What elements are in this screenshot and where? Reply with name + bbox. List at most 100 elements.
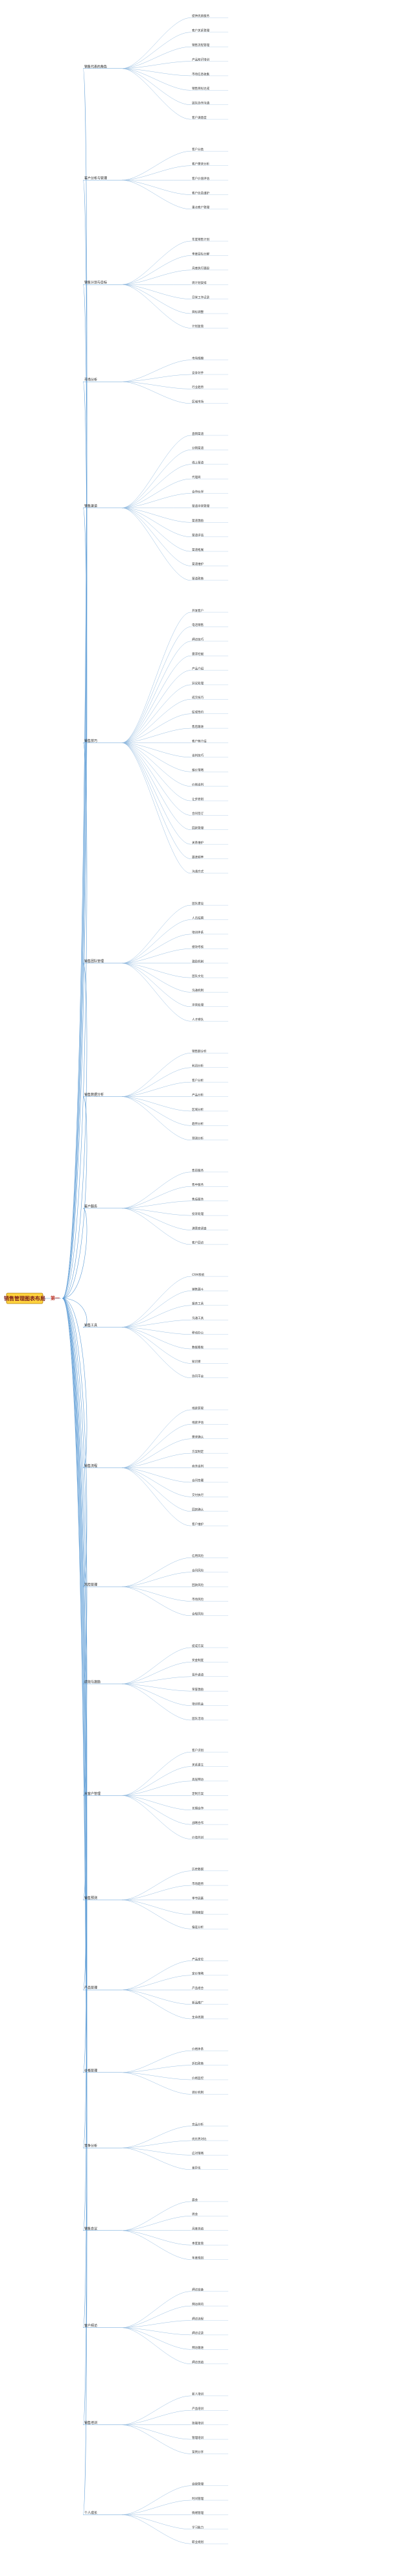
leaf-node[interactable]: 成交技巧 [191,695,228,700]
leaf-node[interactable]: 团队活动 [191,1716,228,1721]
leaf-node[interactable]: 培训体系 [191,930,228,935]
leaf-node[interactable]: 销售目标达成 [191,86,228,91]
leaf-node[interactable]: 市场风险 [191,1597,228,1602]
branch-node[interactable]: 销售工具 [83,1323,122,1328]
branch-node[interactable]: 客户拜访 [83,2323,122,2328]
leaf-node[interactable]: 趋势分析 [191,1121,228,1126]
leaf-node[interactable]: 周计划安排 [191,281,228,285]
leaf-node[interactable]: 拜访目的 [191,2302,228,2306]
leaf-node[interactable]: 售中服务 [191,1182,228,1187]
leaf-node[interactable]: 客户维护 [191,1522,228,1526]
branch-node[interactable]: 价格管理 [83,2068,122,2073]
leaf-node[interactable]: 利润分析 [191,1064,228,1068]
leaf-node[interactable]: 职业规划 [191,2540,228,2544]
leaf-node[interactable]: 客户需求分析 [191,162,228,167]
leaf-node[interactable]: 价格谈判 [191,782,228,787]
branch-node[interactable]: 绩效与激励 [83,1680,122,1685]
leaf-node[interactable]: 提成方案 [191,1644,228,1648]
leaf-node[interactable]: 报表工具 [191,1302,228,1306]
leaf-node[interactable]: 季度目标分解 [191,251,228,256]
leaf-node[interactable]: 电话销售 [191,623,228,627]
leaf-node[interactable]: 客户转介绍 [191,739,228,743]
leaf-node[interactable]: 拜访准备 [191,2288,228,2292]
leaf-node[interactable]: 跟进频率 [191,855,228,859]
leaf-node[interactable]: 提供优质服务 [191,14,228,18]
leaf-node[interactable]: 让步原则 [191,797,228,801]
leaf-node[interactable]: 客户价值评估 [191,176,228,181]
leaf-node[interactable]: 定价策略 [191,1972,228,1976]
leaf-node[interactable]: 合作伙伴 [191,489,228,494]
leaf-node[interactable]: 开发客户 [191,608,228,613]
leaf-node[interactable]: 拜访记录 [191,2331,228,2336]
leaf-node[interactable]: 需求挖掘 [191,652,228,656]
leaf-node[interactable]: 新品推广 [191,2000,228,2005]
leaf-node[interactable]: 协同平台 [191,1374,228,1379]
leaf-node[interactable]: 年度销售计划 [191,237,228,242]
leaf-node[interactable]: 关系维护 [191,840,228,845]
leaf-node[interactable]: 战略合作 [191,1821,228,1825]
leaf-node[interactable]: 人才梯队 [191,1017,228,1022]
leaf-node[interactable]: 晋升通道 [191,1673,228,1677]
leaf-node[interactable]: 情绪管理 [191,2511,228,2515]
leaf-node[interactable]: 拜访总结 [191,2360,228,2364]
branch-node[interactable]: 客户服务 [83,1204,122,1208]
leaf-node[interactable]: 奖金制度 [191,1658,228,1662]
leaf-node[interactable]: 绩效考核 [191,945,228,949]
leaf-node[interactable]: 偏差分析 [191,1925,228,1929]
leaf-node[interactable]: 荣誉激励 [191,1687,228,1692]
leaf-node[interactable]: 技能培训 [191,2421,228,2425]
leaf-node[interactable]: 拜访跟进 [191,2345,228,2350]
leaf-node[interactable]: 信用风险 [191,1554,228,1558]
leaf-node[interactable]: 产品培训 [191,2406,228,2411]
branch-node[interactable]: 风险管理 [83,1583,122,1587]
leaf-node[interactable]: 合同签署 [191,1478,228,1483]
leaf-node[interactable]: 满意度调查 [191,1226,228,1230]
leaf-node[interactable]: 团队建设 [191,901,228,906]
leaf-node[interactable]: 合同风险 [191,1568,228,1572]
leaf-node[interactable]: 售前服务 [191,1168,228,1173]
leaf-node[interactable]: 案例分享 [191,2450,228,2454]
leaf-node[interactable]: 产品介绍 [191,666,228,671]
leaf-node[interactable]: 方案制定 [191,1449,228,1454]
leaf-node[interactable]: 年度规划 [191,2255,228,2260]
leaf-node[interactable]: 异议处理 [191,681,228,685]
leaf-node[interactable]: 产品定位 [191,1957,228,1961]
leaf-node[interactable]: 区域市场 [191,400,228,404]
leaf-node[interactable]: 长期合作 [191,1806,228,1811]
leaf-node[interactable]: 知识库 [191,1359,228,1364]
leaf-node[interactable]: 线索评估 [191,1420,228,1425]
leaf-node[interactable]: 产品分析 [191,1092,228,1097]
leaf-node[interactable]: 沟通方式 [191,869,228,874]
leaf-node[interactable]: 季度复盘 [191,2241,228,2246]
leaf-node[interactable]: 高层拜访 [191,1777,228,1782]
leaf-node[interactable]: 价值共创 [191,1835,228,1839]
leaf-node[interactable]: 投诉处理 [191,1212,228,1216]
leaf-node[interactable]: 客户关系管理 [191,29,228,33]
leaf-node[interactable]: 渠道政策 [191,577,228,581]
leaf-node[interactable]: 回款管理 [191,826,228,831]
leaf-node[interactable]: 回款风险 [191,1583,228,1587]
leaf-node[interactable]: 定制方案 [191,1791,228,1796]
leaf-node[interactable]: 交付执行 [191,1493,228,1497]
leaf-node[interactable]: 管理培训 [191,2435,228,2440]
leaf-node[interactable]: 销售漏斗 [191,1287,228,1291]
leaf-node[interactable]: 售后服务 [191,1197,228,1202]
root-node[interactable]: 销售管理图表布局 [4,1293,45,1304]
branch-node[interactable]: 竞争分析 [83,2144,122,2148]
leaf-node[interactable]: 行业趋势 [191,385,228,389]
leaf-node[interactable]: 数据看板 [191,1345,228,1350]
leaf-node[interactable]: 拜访技巧 [191,638,228,642]
branch-node[interactable]: 销售技巧 [83,739,122,743]
leaf-node[interactable]: 预测模型 [191,1911,228,1915]
leaf-node[interactable]: 渠道冲突管理 [191,504,228,509]
branch-node[interactable]: 销售代表的角色 [83,64,122,69]
branch-node[interactable]: 客户分析与管理 [83,176,122,181]
leaf-node[interactable]: 合规风险 [191,1612,228,1616]
leaf-node[interactable]: 销售流程管理 [191,43,228,47]
leaf-node[interactable]: 合同签订 [191,811,228,816]
leaf-node[interactable]: 报价策略 [191,768,228,772]
leaf-node[interactable]: 日常工作记录 [191,295,228,299]
leaf-node[interactable]: 自我管理 [191,2481,228,2486]
leaf-node[interactable]: 优劣势对比 [191,2137,228,2141]
leaf-node[interactable]: 渠道拓展 [191,547,228,552]
